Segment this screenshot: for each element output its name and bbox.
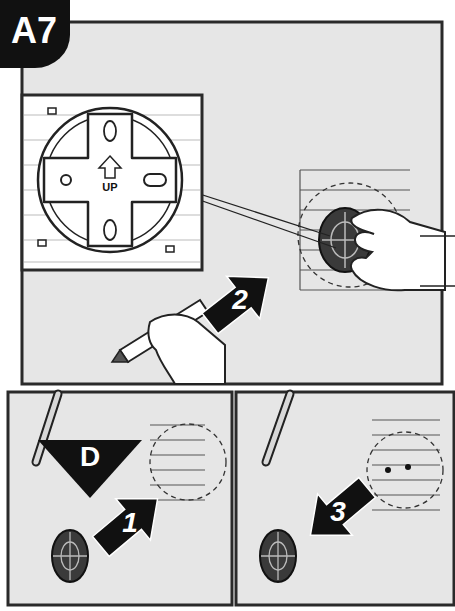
callout-number: 1 [112,505,148,541]
step-badge: A7 [2,10,66,52]
callout-number: 2 [222,282,258,318]
callout-number: 3 [320,494,356,530]
part-letter: D [72,440,108,474]
orientation-mark: UP [96,180,124,194]
